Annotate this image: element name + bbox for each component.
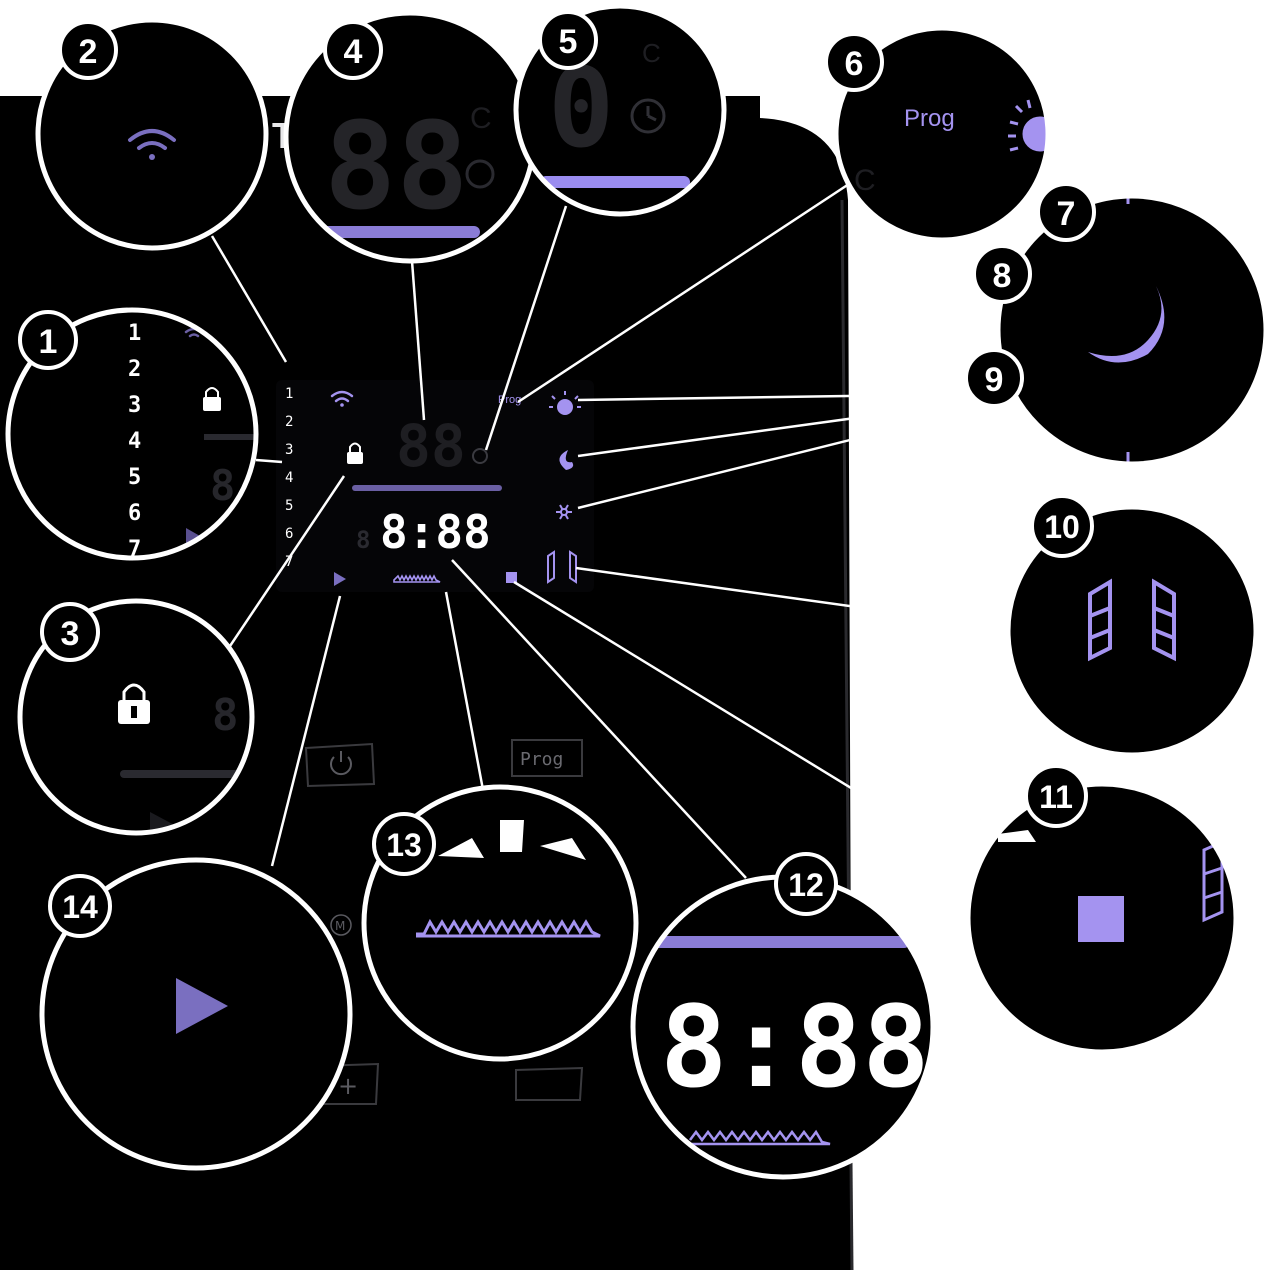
svg-text:14: 14 xyxy=(62,889,98,925)
callout-badges: 1 2 3 4 5 6 7 8 xyxy=(18,10,1096,938)
prog-button[interactable]: Prog xyxy=(511,739,583,777)
svg-text:11: 11 xyxy=(1039,779,1073,815)
mode-button-label: M xyxy=(335,919,345,933)
svg-text:13: 13 xyxy=(386,827,422,863)
zoom-celsius-unit: C xyxy=(470,102,492,135)
level-digit: 2 xyxy=(285,414,293,430)
callout-badge-11: 11 xyxy=(1024,764,1088,828)
zoom-lock-icon xyxy=(118,683,150,724)
lock-icon xyxy=(347,442,363,464)
timer-icon xyxy=(472,448,488,464)
svg-text:8: 8 xyxy=(210,461,235,510)
zoom-temperature-digits: 88 xyxy=(324,98,469,237)
callout-badge-4: 4 xyxy=(323,20,383,80)
zoom-level-digit: 2 xyxy=(128,357,141,382)
heat-wave-icon xyxy=(393,574,441,583)
callout-badge-2: 2 xyxy=(58,20,118,80)
svg-text:12: 12 xyxy=(788,867,824,903)
plus-button-label: + xyxy=(338,1072,358,1100)
zoom-circle-6: Prog C xyxy=(833,25,1051,243)
callout-badge-6: 6 xyxy=(824,32,884,92)
callout-badge-8: 8 xyxy=(972,244,1032,304)
callout-badge-14: 14 xyxy=(48,874,112,938)
svg-text:6: 6 xyxy=(845,45,864,83)
svg-text:10: 10 xyxy=(1044,509,1080,545)
physical-buttons: Prog M + xyxy=(304,739,584,1105)
play-icon xyxy=(334,572,346,586)
callout-badge-10: 10 xyxy=(1030,494,1094,558)
callout-badge-9: 9 xyxy=(964,348,1024,408)
zoom-heat-wave-icon xyxy=(416,918,601,938)
svg-text:4: 4 xyxy=(344,33,363,71)
moon-icon xyxy=(559,450,574,470)
level-digit: 7 xyxy=(285,554,293,570)
stop-icon xyxy=(506,572,517,583)
svg-text:9: 9 xyxy=(985,361,1004,399)
zoom-timer-icon xyxy=(465,159,495,189)
zoom-timer-icon xyxy=(630,98,666,134)
level-digit: 6 xyxy=(285,526,293,542)
zoom-play-icon xyxy=(186,528,200,544)
lcd-panel: 1 2 3 4 5 6 7 88 Prog xyxy=(276,380,594,592)
clock-digits: 8:88 xyxy=(380,505,491,559)
zoom-celsius-unit: C xyxy=(642,38,661,68)
svg-text:2: 2 xyxy=(79,33,98,71)
wifi-icon xyxy=(330,390,354,407)
svg-text:8: 8 xyxy=(212,690,239,741)
callout-badge-1: 1 xyxy=(18,310,78,370)
zoom-level-digit: 6 xyxy=(128,501,141,526)
ghost-digit: 8 xyxy=(356,526,370,554)
callout-badge-5: 5 xyxy=(538,10,598,70)
zoom-wifi-icon xyxy=(128,129,176,160)
zoom-circle-10 xyxy=(1005,504,1259,758)
zoom-level-digit: 1 xyxy=(128,321,141,346)
temperature-digits: 88 xyxy=(396,412,466,480)
zoom-play-icon xyxy=(176,978,228,1034)
zoom-level-digit: 4 xyxy=(128,429,141,454)
zoom-stop-icon xyxy=(1078,896,1124,942)
zoom-moon-icon xyxy=(1088,286,1165,363)
svg-text:8: 8 xyxy=(993,257,1012,295)
zoom-circle-12: 8:88 xyxy=(630,874,936,1180)
level-digit: 5 xyxy=(285,498,293,514)
callout-badge-13: 13 xyxy=(372,812,436,876)
svg-text:7: 7 xyxy=(1057,195,1076,233)
zoom-circle-7 xyxy=(995,193,1269,467)
zoom-circle-1: 1 2 3 4 5 6 7 8 xyxy=(5,307,259,562)
zoom-circle-11 xyxy=(965,781,1239,1055)
zoom-lock-icon xyxy=(203,387,221,411)
minus-button[interactable] xyxy=(515,1066,584,1101)
zoom-celsius-unit: C xyxy=(854,164,876,197)
zoom-clock-digits: 8:88 xyxy=(660,983,930,1113)
zoom-level-digit: 5 xyxy=(128,465,141,490)
zoom-open-window-icon xyxy=(1088,578,1176,662)
level-digit: 3 xyxy=(285,442,293,458)
open-window-icon xyxy=(547,550,577,584)
level-bar xyxy=(352,485,502,491)
callout-badge-3: 3 xyxy=(40,602,100,662)
zoom-circle-14 xyxy=(39,857,353,1171)
svg-text:1: 1 xyxy=(39,323,58,361)
leader-lines xyxy=(210,180,1009,879)
zoom-sun-icon xyxy=(1008,99,1048,152)
callout-badge-12: 12 xyxy=(774,852,838,916)
svg-text:5: 5 xyxy=(559,23,578,61)
zoom-heat-wave-icon xyxy=(689,1129,831,1146)
zoom-level-digit: 3 xyxy=(128,393,141,418)
level-digit-column: 1 2 3 4 5 6 7 xyxy=(285,386,293,570)
power-button[interactable] xyxy=(304,742,376,788)
mode-button[interactable]: M xyxy=(330,914,352,936)
prog-button-label: Prog xyxy=(520,749,563,770)
zoom-prog-label: Prog xyxy=(904,105,955,132)
callout-badge-7: 7 xyxy=(1036,182,1096,242)
level-digit: 4 xyxy=(285,470,293,486)
snowflake-icon xyxy=(556,504,572,520)
svg-text:3: 3 xyxy=(61,615,80,653)
zoom-level-digit: 7 xyxy=(128,537,141,562)
sun-icon xyxy=(549,391,581,415)
level-digit: 1 xyxy=(285,386,293,402)
